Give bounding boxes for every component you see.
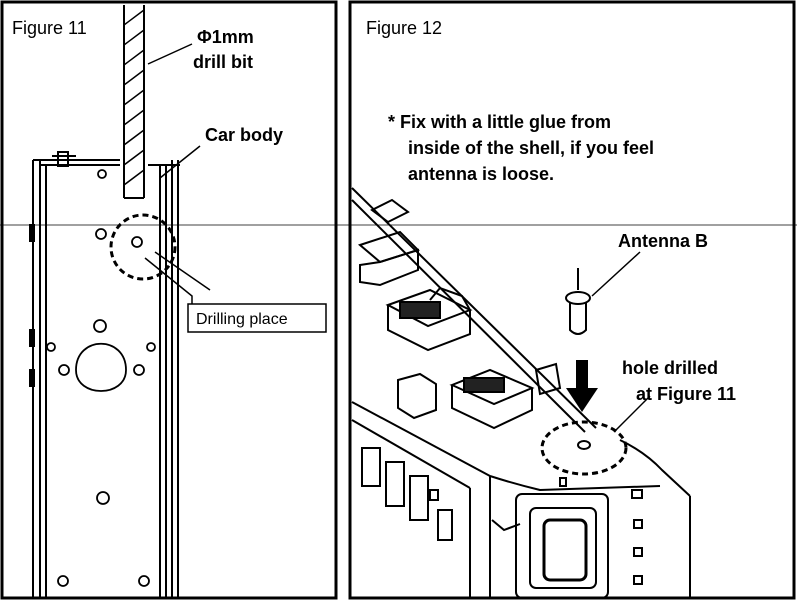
figure-12-title: Figure 12 (366, 18, 442, 38)
body-holes (46, 169, 156, 587)
hole-circle (540, 420, 628, 476)
leader-lines-fig12 (591, 251, 651, 433)
drill-bit-label: drill bit (193, 52, 253, 72)
drill-target-hole (131, 236, 143, 248)
car-body-label: Car body (205, 125, 283, 145)
figure-11-title: Figure 11 (12, 18, 87, 38)
figure-11-panel: Figure 11 (0, 0, 338, 600)
drill-size-label: Φ1mm (197, 27, 254, 47)
glue-note-line-1: * Fix with a little glue from (388, 112, 611, 132)
cab-front (361, 447, 643, 599)
drilled-hole (577, 440, 591, 450)
drilling-place-box (187, 303, 327, 333)
insert-arrow (566, 360, 598, 412)
figure-12-panel: Figure 12 * Fix with a little glue from … (348, 0, 796, 600)
hole-label-line-1: hole drilled (622, 358, 718, 378)
glue-note-line-2: inside of the shell, if you feel (408, 138, 654, 158)
drilling-place-label: Drilling place (196, 311, 288, 328)
antenna-b-label: Antenna B (618, 231, 708, 251)
figure-11-frame (0, 0, 338, 600)
drill-bit (123, 5, 145, 199)
roof-equipment (357, 198, 562, 430)
antenna-b (565, 268, 591, 335)
car-body-side (29, 151, 180, 598)
hole-label-line-2: at Figure 11 (636, 384, 736, 404)
glue-note-line-3: antenna is loose. (408, 164, 554, 184)
drilling-circle (109, 213, 177, 281)
